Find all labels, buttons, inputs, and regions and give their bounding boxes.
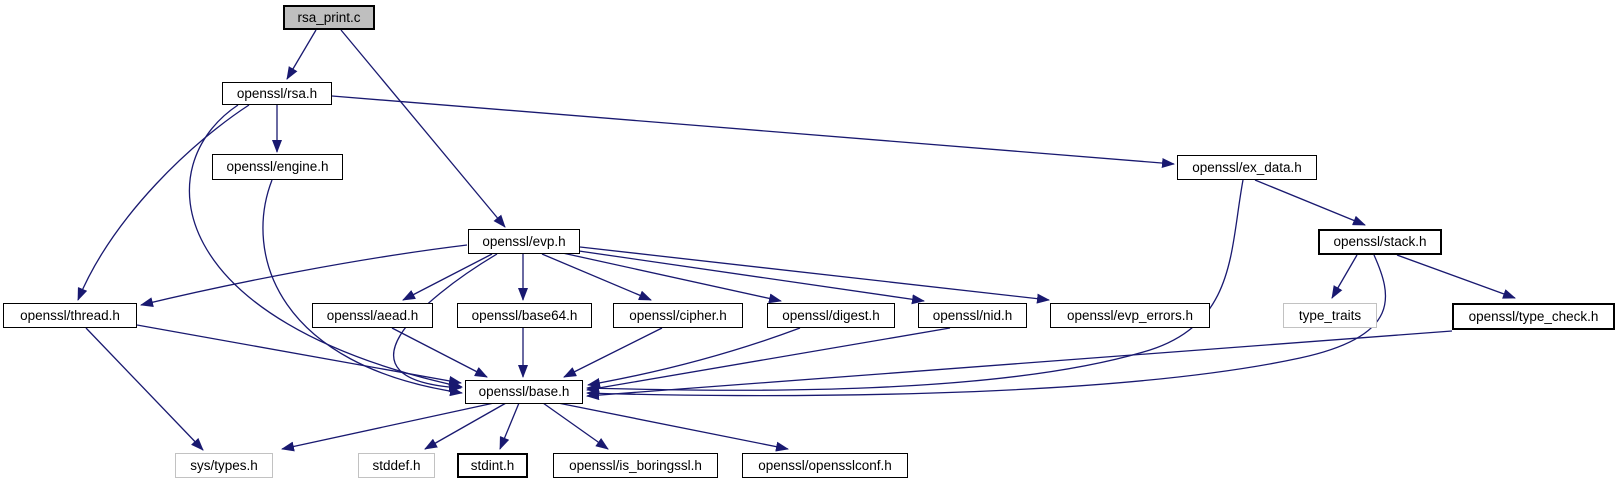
edge-rsa_print-evp bbox=[340, 29, 506, 228]
edge-nid-base bbox=[586, 327, 951, 393]
node-openssl-stack-h[interactable]: openssl/stack.h bbox=[1318, 229, 1442, 255]
node-openssl-cipher-h[interactable]: openssl/cipher.h bbox=[613, 303, 743, 328]
node-stdint-h[interactable]: stdint.h bbox=[457, 453, 528, 478]
node-openssl-ex-data-h[interactable]: openssl/ex_data.h bbox=[1177, 155, 1317, 180]
node-sys-types-h: sys/types.h bbox=[175, 453, 273, 478]
node-openssl-rsa-h[interactable]: openssl/rsa.h bbox=[222, 82, 332, 105]
edge-thread-sys_types bbox=[85, 327, 204, 451]
edge-evp-cipher bbox=[541, 253, 652, 301]
node-openssl-type-check-h[interactable]: openssl/type_check.h bbox=[1452, 303, 1615, 330]
edge-evp-base bbox=[392, 253, 498, 393]
node-openssl-evp-errors-h[interactable]: openssl/evp_errors.h bbox=[1050, 303, 1210, 328]
edge-cipher-base bbox=[563, 327, 663, 378]
edge-base-stdint bbox=[499, 402, 520, 450]
edge-rsa-thread bbox=[77, 104, 250, 301]
node-openssl-base64-h[interactable]: openssl/base64.h bbox=[457, 303, 592, 328]
edge-evp-digest bbox=[557, 251, 782, 304]
edge-digest-base bbox=[587, 327, 801, 388]
edge-stack-type_check bbox=[1396, 254, 1516, 299]
edge-base-is_boringssl bbox=[542, 402, 609, 450]
edge-base-sys_types bbox=[281, 402, 495, 452]
node-openssl-base-h[interactable]: openssl/base.h bbox=[465, 380, 583, 404]
edge-aead-base bbox=[391, 327, 488, 378]
node-openssl-engine-h[interactable]: openssl/engine.h bbox=[212, 154, 343, 180]
edge-ex_data-base bbox=[586, 179, 1244, 394]
edge-rsa-ex_data bbox=[331, 95, 1175, 169]
edge-rsa_print-rsa bbox=[286, 29, 317, 80]
edge-ex_data-stack bbox=[1254, 179, 1366, 226]
edge-stack-base bbox=[586, 254, 1387, 399]
node-rsa-print-c: rsa_print.c bbox=[283, 5, 375, 30]
node-openssl-is-boringssl-h[interactable]: openssl/is_boringssl.h bbox=[553, 453, 718, 478]
edge-evp-evp_errors bbox=[579, 246, 1050, 304]
node-openssl-opensslconf-h[interactable]: openssl/opensslconf.h bbox=[742, 453, 908, 478]
node-openssl-thread-h[interactable]: openssl/thread.h bbox=[3, 303, 137, 328]
node-openssl-nid-h[interactable]: openssl/nid.h bbox=[918, 303, 1027, 328]
edge-evp-aead bbox=[402, 253, 493, 301]
edge-engine-base bbox=[262, 179, 463, 397]
edge-base-opensslconf bbox=[557, 402, 789, 452]
node-openssl-evp-h[interactable]: openssl/evp.h bbox=[468, 229, 580, 254]
node-openssl-aead-h[interactable]: openssl/aead.h bbox=[312, 303, 433, 328]
edge-thread-base bbox=[136, 324, 462, 386]
edge-evp-nid bbox=[571, 249, 925, 305]
node-type-traits: type_traits bbox=[1283, 303, 1377, 328]
edge-stack-type_traits bbox=[1331, 254, 1358, 299]
edge-base-stddef bbox=[424, 402, 507, 450]
node-openssl-digest-h[interactable]: openssl/digest.h bbox=[767, 303, 895, 328]
edge-rsa-base bbox=[188, 104, 463, 390]
edge-type_check-base bbox=[586, 330, 1453, 401]
node-stddef-h: stddef.h bbox=[358, 453, 435, 478]
edge-evp-thread bbox=[140, 244, 468, 308]
